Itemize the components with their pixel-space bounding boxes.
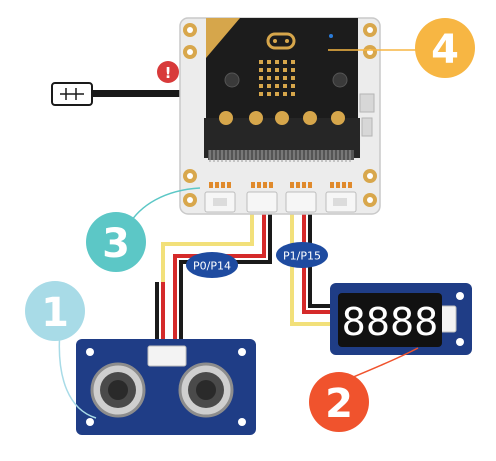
marker-2-text: 2 xyxy=(325,381,353,427)
connector-label-right-text: P1/P15 xyxy=(283,250,321,263)
marker-2: 2 xyxy=(309,372,369,432)
grove-sockets xyxy=(204,191,357,213)
marker-4-text: 4 xyxy=(431,27,459,73)
microbit-board xyxy=(204,18,360,162)
connector-label-left: P0/P14 xyxy=(186,252,238,278)
usb-cable-icon xyxy=(51,82,197,106)
warning-icon: ! xyxy=(157,61,179,83)
pin-headers xyxy=(209,182,352,188)
connector-label-right: P1/P15 xyxy=(276,242,328,268)
marker-1: 1 xyxy=(25,281,85,341)
wires-left xyxy=(155,212,272,350)
ultrasonic-sensor xyxy=(76,339,256,435)
display-digits: 8888 xyxy=(342,300,439,344)
wires-right xyxy=(290,212,332,326)
connector-label-left-text: P0/P14 xyxy=(193,260,231,273)
led-matrix xyxy=(259,60,295,96)
warning-icon-text: ! xyxy=(165,64,172,82)
marker-1-text: 1 xyxy=(41,290,69,336)
edge-connector-teeth xyxy=(209,150,351,162)
callout-line-1 xyxy=(58,329,97,419)
marker-4: 4 xyxy=(415,18,475,78)
marker-3: 3 xyxy=(86,212,146,272)
microbit-logo-icon xyxy=(266,32,296,50)
microbit-pads xyxy=(219,111,345,125)
marker-3-text: 3 xyxy=(102,221,130,267)
edge-connector-pins xyxy=(208,150,354,160)
four-digit-display: 8888 xyxy=(330,283,472,355)
